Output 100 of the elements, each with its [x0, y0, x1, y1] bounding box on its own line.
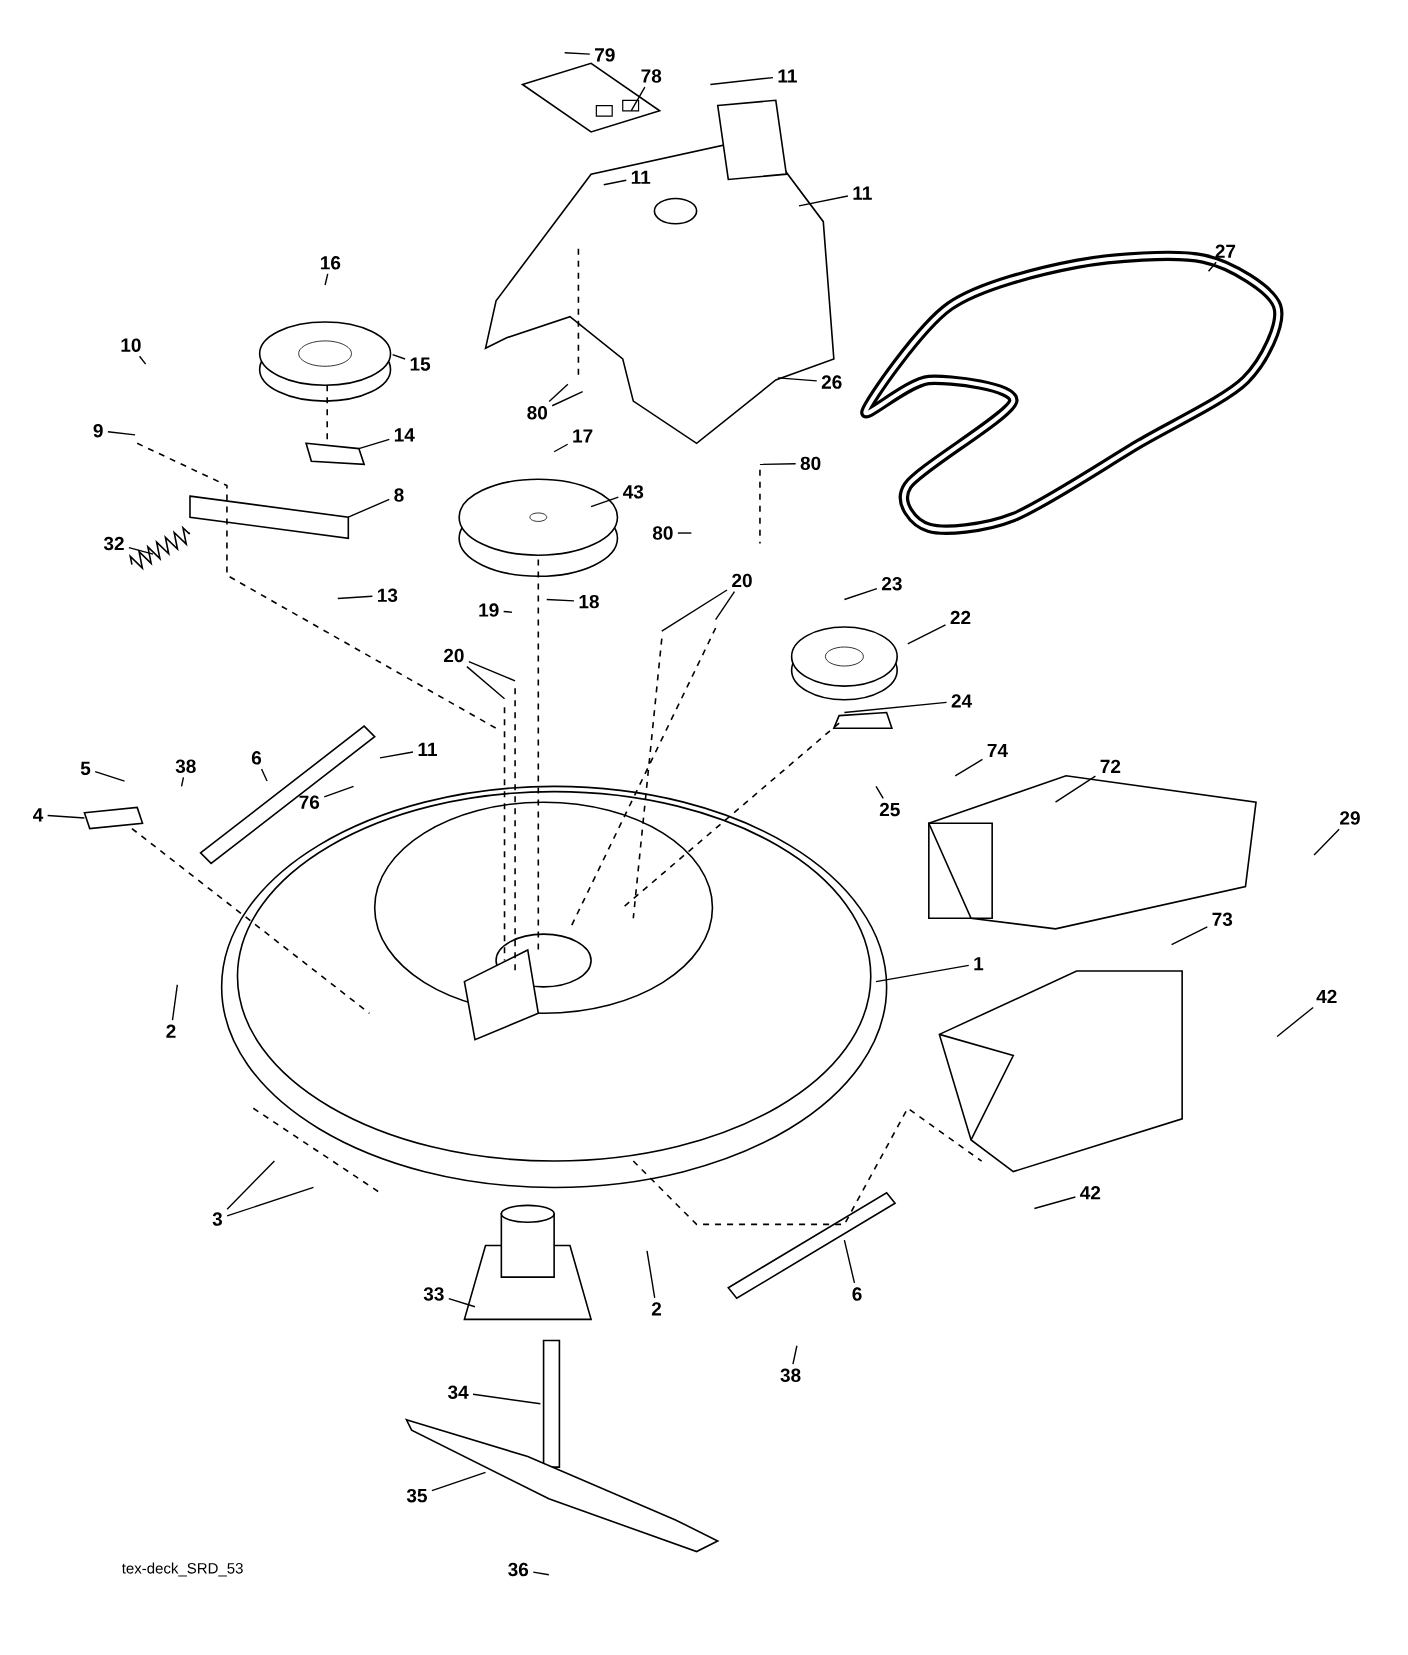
callout-number: 16 [321, 256, 341, 270]
leader-line [1054, 775, 1097, 803]
callout-number: 18 [579, 594, 599, 609]
leader-line [843, 701, 948, 714]
leader-line [1207, 261, 1217, 272]
leader-line [324, 273, 329, 286]
leader-line [337, 595, 374, 600]
callout-number: 36 [508, 1562, 529, 1577]
leader-line [777, 377, 818, 382]
leader-line [502, 610, 513, 613]
leader-line [714, 590, 736, 621]
leader-line [472, 1393, 542, 1405]
callout-number: 24 [951, 694, 973, 708]
leader-line [468, 660, 516, 682]
callout-number: 32 [103, 536, 124, 551]
callout-number: 11 [418, 742, 437, 756]
leader-line [843, 1239, 856, 1284]
callout-number: 14 [394, 428, 415, 442]
leader-line [564, 52, 591, 55]
callout-number: 15 [410, 357, 431, 371]
leader-line [590, 496, 620, 508]
callout-number: 80 [527, 406, 548, 420]
leader-line [226, 1160, 276, 1210]
leader-line [47, 814, 86, 819]
callout-number: 26 [821, 375, 842, 389]
callout-number: 6 [251, 751, 262, 765]
leader-line [646, 1250, 656, 1299]
leader-line [94, 770, 126, 782]
leader-line [603, 179, 627, 186]
leader-line [548, 383, 569, 403]
leader-line [792, 1345, 798, 1365]
leader-line [907, 624, 947, 645]
callout-number: 11 [778, 69, 797, 83]
callout-number: 17 [573, 429, 593, 443]
callout-number: 27 [1215, 244, 1236, 258]
leader-line [661, 589, 728, 632]
callout-number: 19 [479, 603, 499, 617]
leader-line [448, 1297, 476, 1308]
leader-line [379, 751, 414, 759]
drawing-code: tex-deck_SRD_53 [121, 1562, 243, 1577]
leader-line [546, 598, 575, 602]
callout-number: 35 [406, 1488, 427, 1503]
callout-number: 3 [212, 1212, 223, 1226]
leader-line [1313, 828, 1340, 856]
callout-number: 42 [1316, 989, 1337, 1004]
callout-number: 79 [595, 48, 615, 62]
callout-number: 80 [652, 526, 673, 540]
leader-line [431, 1471, 487, 1492]
leader-line [630, 86, 646, 112]
leader-line [553, 443, 569, 453]
callout-number: 72 [1100, 759, 1121, 773]
callout-number: 43 [623, 485, 644, 499]
leader-line [709, 76, 774, 86]
leader-line [226, 1186, 315, 1217]
leader-line [358, 438, 390, 450]
callout-number: 73 [1212, 912, 1233, 927]
leader-line [677, 532, 693, 534]
callout-number: 11 [853, 186, 872, 200]
callout-number: 20 [732, 573, 752, 588]
callout-number: 10 [121, 338, 141, 352]
callout-number: 29 [1340, 811, 1360, 825]
callout-number: 22 [950, 610, 971, 625]
callout-number: 25 [879, 802, 900, 817]
callout-number: 1 [974, 957, 984, 971]
callout-number: 38 [780, 1368, 801, 1383]
leader-line [875, 785, 884, 800]
leader-line [551, 390, 584, 407]
callout-number: 76 [299, 795, 320, 809]
leader-line [843, 587, 878, 601]
callout-number: 8 [394, 488, 404, 502]
leader-line [138, 355, 147, 365]
callout-number: 80 [800, 456, 821, 471]
callout-number: 23 [882, 576, 902, 591]
leader-line [798, 195, 849, 207]
leader-line [1033, 1196, 1077, 1210]
leader-line [954, 758, 984, 777]
callout-number: 11 [631, 170, 651, 184]
callout-number: 2 [166, 1024, 176, 1038]
callout-number: 42 [1080, 1186, 1101, 1200]
leader-line [180, 776, 185, 788]
callout-number: 13 [378, 588, 398, 603]
leader-line [532, 1571, 550, 1576]
leader-line [260, 768, 268, 782]
leader-line [171, 984, 179, 1021]
callout-number: 5 [80, 761, 91, 776]
callout-number: 33 [423, 1287, 444, 1301]
leader-line [1276, 1006, 1314, 1038]
leader-line [391, 353, 406, 360]
leader-line [759, 463, 797, 466]
callout-number: 6 [852, 1287, 862, 1301]
callout-number: 4 [33, 808, 44, 822]
leader-line [128, 546, 154, 555]
leader-line [875, 964, 970, 983]
callout-number: 34 [447, 1385, 469, 1399]
leader-line [1170, 926, 1208, 946]
leader-line [323, 785, 355, 798]
callout-number: 20 [443, 648, 464, 663]
callout-number: 2 [651, 1302, 662, 1316]
leader-line [466, 665, 506, 700]
callout-number: 78 [641, 69, 662, 83]
